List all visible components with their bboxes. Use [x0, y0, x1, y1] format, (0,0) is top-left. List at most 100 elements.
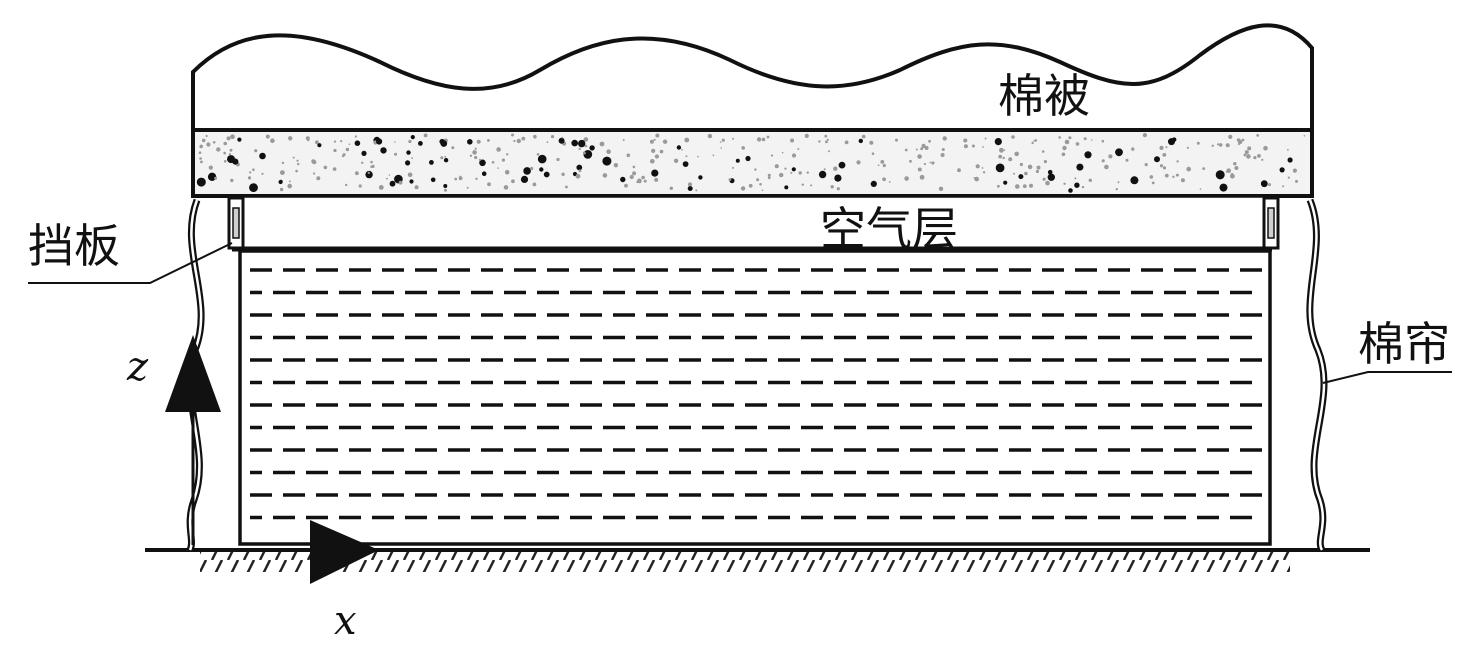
speckle-dot	[790, 138, 795, 143]
speckle-dot	[824, 134, 828, 138]
speckle-dot	[1218, 143, 1223, 147]
speckle-dot	[888, 181, 891, 183]
speckle-dot	[1075, 142, 1080, 146]
speckle-dot	[882, 177, 886, 182]
speckle-dot	[682, 161, 689, 168]
speckle-dot	[1042, 177, 1046, 181]
speckle-dot	[1261, 158, 1264, 161]
speckle-dot	[1022, 184, 1027, 189]
speckle-dot	[825, 140, 828, 144]
speckle-dot	[1234, 166, 1239, 170]
x-axis-arrowhead	[310, 520, 379, 584]
speckle-dot	[333, 148, 337, 153]
speckle-dot	[386, 177, 388, 180]
speckle-dot	[756, 178, 760, 182]
speckle-dot	[230, 178, 234, 183]
speckle-dot	[982, 146, 984, 148]
speckle-dot	[254, 149, 258, 153]
speckle-dot	[1068, 136, 1072, 140]
speckle-dot	[1063, 182, 1066, 185]
speckle-dot	[655, 133, 660, 138]
speckle-dot	[1088, 178, 1093, 182]
speckle-dot	[767, 176, 771, 180]
speckle-dot	[287, 183, 293, 189]
speckle-dot	[265, 134, 270, 139]
speckle-dot	[479, 159, 486, 167]
speckle-dot	[583, 137, 589, 142]
speckle-dot	[317, 143, 322, 148]
speckle-dot	[632, 171, 637, 176]
speckle-dot	[685, 155, 688, 158]
speckle-dot	[971, 144, 975, 148]
speckle-dot	[205, 134, 208, 138]
speckle-dot	[791, 153, 797, 158]
speckle-dot	[643, 179, 647, 183]
speckle-dot	[826, 138, 829, 141]
speckle-dot	[474, 155, 478, 160]
speckle-dot	[1186, 146, 1189, 149]
speckle-dot	[295, 169, 298, 173]
speckle-dot	[1253, 156, 1257, 160]
speckle-dot	[981, 167, 984, 169]
speckle-dot	[1186, 166, 1191, 172]
speckle-dot	[1083, 137, 1087, 141]
speckle-dot	[259, 152, 266, 160]
speckle-dot	[1287, 176, 1290, 179]
speckle-dot	[1013, 172, 1015, 175]
speckle-dot	[358, 184, 362, 188]
speckle-dot	[414, 185, 419, 190]
speckle-dot	[340, 140, 343, 143]
speckle-dot	[261, 172, 264, 175]
speckle-dot	[735, 158, 740, 163]
speckle-dot	[684, 137, 690, 143]
curtain-right	[1306, 198, 1328, 552]
speckle-dot	[323, 165, 328, 170]
speckle-dot	[583, 150, 593, 159]
speckle-dot	[687, 186, 693, 191]
speckle-dot	[781, 151, 784, 154]
speckle-dot	[1047, 173, 1056, 181]
speckle-dot	[870, 180, 877, 187]
speckle-dot	[1246, 154, 1251, 159]
speckle-dot	[938, 186, 944, 191]
speckle-dot	[232, 158, 239, 165]
speckle-dot	[1034, 139, 1038, 142]
air-layer	[234, 194, 1270, 251]
speckle-dot	[994, 138, 1002, 146]
speckle-dot	[354, 140, 361, 146]
speckle-dot	[575, 173, 581, 179]
speckle-dot	[1035, 169, 1039, 174]
speckle-dot	[1159, 164, 1164, 168]
speckle-dot	[1256, 134, 1260, 137]
speckle-dot	[1268, 183, 1271, 187]
baffle-leader-line	[28, 242, 233, 284]
speckle-dot	[654, 154, 660, 159]
speckle-dot	[963, 138, 968, 143]
speckle-dot	[439, 138, 445, 145]
speckle-dot	[398, 180, 403, 185]
z-axis-arrowhead	[165, 335, 221, 412]
speckle-dot	[871, 152, 875, 155]
water-body	[238, 249, 1272, 546]
speckle-dot	[761, 137, 766, 142]
speckle-dot	[1282, 185, 1285, 188]
speckle-dot	[429, 160, 434, 165]
speckle-dot	[1180, 178, 1185, 183]
speckle-dot	[558, 137, 565, 144]
speckle-dot	[207, 172, 217, 181]
speckle-dot	[1104, 164, 1109, 170]
speckle-dot	[1211, 144, 1214, 147]
speckle-dot	[998, 154, 1003, 159]
speckle-dot	[1014, 151, 1019, 157]
speckle-dot	[626, 153, 631, 158]
speckle-dot	[707, 133, 713, 139]
speckle-dot	[963, 144, 968, 149]
speckle-dot	[370, 160, 373, 164]
speckle-dot	[223, 151, 227, 155]
speckle-dot	[520, 175, 529, 183]
speckle-dot	[1027, 164, 1033, 170]
speckle-dot	[405, 160, 411, 166]
speckle-dot	[361, 150, 367, 156]
speckle-dot	[1029, 183, 1033, 188]
speckle-dot	[491, 161, 495, 164]
